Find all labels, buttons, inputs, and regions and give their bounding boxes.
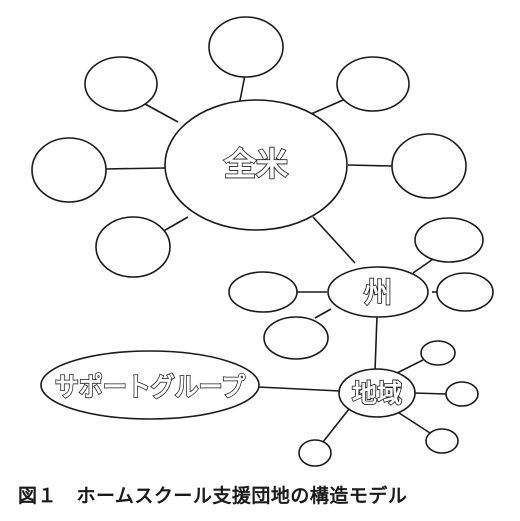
empty-node-state-left — [228, 271, 298, 313]
empty-node-region-lower-left — [298, 439, 332, 467]
structure-model-diagram: 全米 州 地域 サポートグループ — [31, 16, 494, 467]
edge-region-top — [394, 359, 424, 375]
edge-region-right — [413, 392, 447, 395]
empty-node-national-lower-left — [95, 216, 171, 278]
empty-node-region-lower-right — [425, 428, 459, 454]
edge-region-lower-left — [322, 408, 350, 443]
node-national — [164, 99, 348, 231]
edge-state-region — [374, 315, 378, 372]
edge-state-lower-left — [314, 308, 332, 319]
empty-node-state-upper-right — [414, 217, 484, 263]
node-region — [338, 368, 416, 418]
empty-node-national-right — [391, 133, 467, 199]
edge-region-lower-right — [395, 410, 431, 434]
label-state: 州 — [364, 276, 392, 309]
node-support-group — [40, 350, 260, 420]
edge-national-state — [312, 216, 356, 264]
edge-region-support-group — [257, 386, 341, 392]
empty-node-national-left — [31, 137, 107, 203]
empty-node-region-top — [420, 340, 456, 366]
label-region: 地域 — [352, 379, 402, 408]
empty-node-region-right — [445, 381, 479, 407]
edge-national-left — [103, 167, 166, 170]
empty-node-national-top — [208, 16, 284, 78]
empty-node-state-lower-left — [263, 316, 329, 360]
node-state — [327, 266, 429, 318]
edge-national-upper-left — [144, 103, 179, 123]
figure-caption: 図１ ホームスクール支援団地の構造モデル — [18, 485, 408, 507]
empty-node-national-upper-right — [336, 56, 410, 112]
empty-node-national-upper-left — [84, 56, 158, 112]
label-support-group: サポートグループ — [55, 372, 246, 403]
empty-node-state-right — [436, 272, 494, 312]
edge-national-right — [347, 164, 393, 167]
label-national: 全米 — [223, 145, 288, 183]
